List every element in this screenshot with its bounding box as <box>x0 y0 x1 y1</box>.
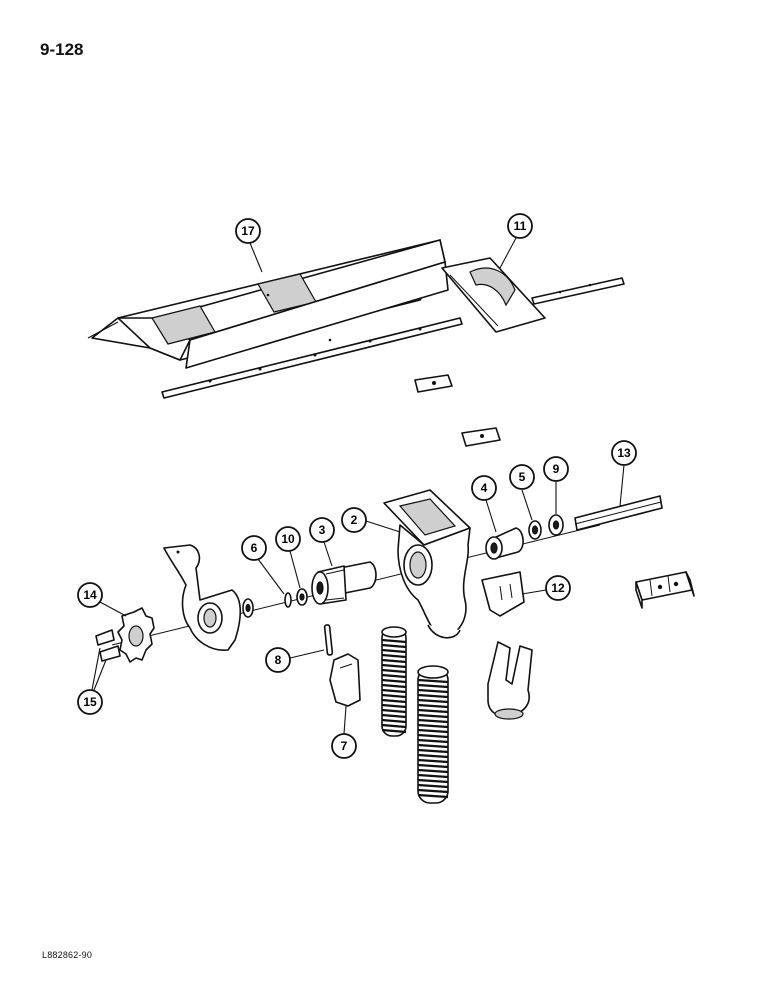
callout-8: 8 <box>265 647 325 673</box>
svg-text:14: 14 <box>83 588 97 602</box>
hose-ridge <box>381 668 407 674</box>
hose-ridge <box>417 728 449 734</box>
hose-ridge <box>417 788 449 794</box>
small-plate-lower <box>461 427 501 447</box>
page-number: 9-128 <box>40 40 84 59</box>
hose-ridge <box>381 663 407 669</box>
callout-2: 2 <box>341 507 401 533</box>
hose-ridge <box>381 708 407 714</box>
hose-ridge <box>381 723 407 729</box>
hose-ridge <box>381 703 407 709</box>
callout-15: 15 <box>77 647 107 715</box>
part-2-housing <box>383 489 471 639</box>
part-13-square-shaft <box>574 495 663 531</box>
callout-12: 12 <box>521 575 571 601</box>
hose-ridge <box>381 648 407 654</box>
hose-ridge <box>381 728 407 734</box>
hose-ridge <box>417 718 449 724</box>
callout-5: 5 <box>509 464 535 521</box>
hose-ridge <box>381 688 407 694</box>
hose-ridge <box>417 713 449 719</box>
hose-short <box>381 626 407 737</box>
hose-ridge <box>417 783 449 789</box>
hose-long <box>417 665 449 804</box>
hose-ridge <box>381 643 407 649</box>
hose-ridge <box>417 778 449 784</box>
svg-text:2: 2 <box>351 513 358 527</box>
callout-17: 17 <box>235 218 263 273</box>
part-9-washer <box>548 514 564 536</box>
part-17-shield <box>87 239 463 399</box>
bearing-bracket <box>163 544 242 651</box>
callout-6: 6 <box>241 535 285 595</box>
hose-ridge <box>381 683 407 689</box>
hose-ridge <box>417 773 449 779</box>
svg-text:7: 7 <box>341 739 348 753</box>
svg-text:17: 17 <box>241 224 255 238</box>
hose-ridge <box>417 703 449 709</box>
hose-ridge <box>417 733 449 739</box>
hose-ridge <box>381 673 407 679</box>
hose-ridge <box>381 678 407 684</box>
callout-13: 13 <box>611 440 637 507</box>
hose-ridge <box>381 638 407 644</box>
hose-ridge <box>381 653 407 659</box>
hose-ridge <box>417 793 449 799</box>
callout-11: 11 <box>499 213 533 269</box>
callout-4: 4 <box>471 475 497 533</box>
svg-text:5: 5 <box>519 470 526 484</box>
hose-ridge <box>381 713 407 719</box>
callout-14: 14 <box>77 582 127 617</box>
svg-text:9: 9 <box>553 462 560 476</box>
callout-7: 7 <box>331 705 357 759</box>
part-4-bushing <box>485 527 524 560</box>
hose-ridge <box>381 698 407 704</box>
callout-3: 3 <box>309 517 335 567</box>
svg-text:12: 12 <box>551 581 565 595</box>
hose-ridge <box>417 758 449 764</box>
hose-ridge <box>417 743 449 749</box>
figure-code: L882862-90 <box>42 950 93 960</box>
part-11-plate <box>441 257 625 333</box>
part-7-cover <box>329 653 361 707</box>
part-6-pin <box>284 592 292 608</box>
svg-text:8: 8 <box>275 653 282 667</box>
hose-ridge <box>381 658 407 664</box>
svg-text:6: 6 <box>251 541 258 555</box>
svg-text:4: 4 <box>481 481 488 495</box>
svg-text:3: 3 <box>319 523 326 537</box>
hose-ridge <box>417 708 449 714</box>
hose-ridge <box>417 723 449 729</box>
part-3-gear-sleeve <box>311 561 377 605</box>
svg-text:11: 11 <box>514 219 527 233</box>
hose-ridge <box>417 688 449 694</box>
hose-ridge <box>417 763 449 769</box>
hose-ridge <box>417 683 449 689</box>
part-14-sprocket <box>117 607 155 663</box>
part-5-washer <box>528 520 542 540</box>
svg-text:15: 15 <box>83 695 97 709</box>
svg-text:10: 10 <box>281 532 295 546</box>
angle-bracket <box>635 571 695 609</box>
yoke-funnel <box>487 641 533 720</box>
bracket-washer <box>242 598 254 618</box>
hose-ridge <box>417 768 449 774</box>
part-12-clip <box>481 571 525 617</box>
svg-text:13: 13 <box>617 446 631 460</box>
part-10-washer <box>296 588 308 606</box>
hose-ridge <box>417 693 449 699</box>
part-8-pin <box>323 624 334 656</box>
small-plate-upper <box>414 374 453 393</box>
hose-ridge <box>417 753 449 759</box>
hose-ridge <box>381 718 407 724</box>
hose-ridge <box>381 693 407 699</box>
callout-10: 10 <box>275 526 301 589</box>
callout-9: 9 <box>543 456 569 514</box>
hose-ridge <box>417 738 449 744</box>
part-15-keys <box>95 629 121 662</box>
hose-ridge <box>417 698 449 704</box>
hose-ridge <box>417 678 449 684</box>
hose-ridge <box>417 748 449 754</box>
